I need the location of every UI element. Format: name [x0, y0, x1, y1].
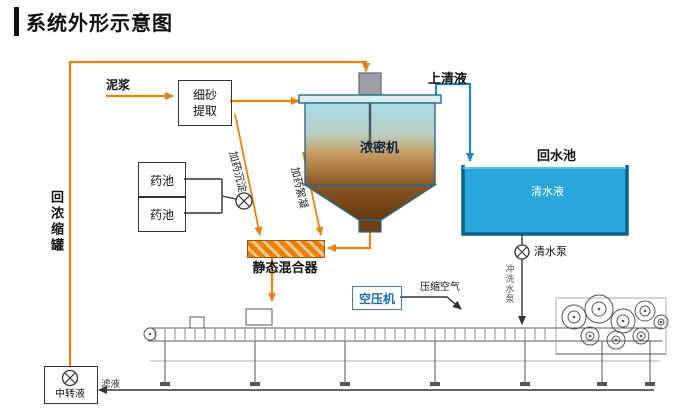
dosing-pump-icon [235, 192, 253, 210]
belt-filter-press [143, 294, 669, 386]
press-legs [160, 341, 655, 386]
dosing-sedimentation-pipe [234, 113, 263, 236]
air-compressor-box: 空压机 [352, 286, 402, 310]
press-small-box [189, 316, 205, 329]
compressed-air-line [400, 296, 462, 310]
label-compressed-air: 压缩空气 [420, 282, 460, 293]
label-static-mixer: 静态混合器 [252, 260, 318, 275]
label-flush-pump: 冲洗水泵 [504, 264, 515, 304]
air-compressor-label: 空压机 [358, 291, 395, 306]
pool-water [463, 167, 626, 233]
sand-extractor-label-line1: 细砂 [192, 87, 217, 102]
chem-bracket-line [184, 178, 237, 214]
thickener-cone [302, 184, 438, 221]
thickener-motor [358, 72, 382, 98]
thickener-rim [298, 94, 442, 104]
chemical-tank-2: 药池 [138, 196, 186, 232]
orange-piping [68, 60, 372, 366]
chemical-tank-2-label: 药池 [149, 207, 174, 222]
page-title: 系统外形示意图 [14, 7, 173, 36]
label-clear-water-pump: 清水泵 [534, 246, 567, 258]
label-return-pool: 回水池 [537, 148, 577, 163]
transfer-pump-icon [61, 369, 79, 387]
press-roller-ticks [152, 329, 548, 340]
static-mixer [247, 240, 325, 258]
press-rollers [143, 294, 669, 350]
chemical-tank-1-label: 药池 [149, 173, 174, 188]
clear-water-pump-icon [514, 244, 530, 260]
press-feed-box [245, 308, 273, 326]
thickener-spout [358, 219, 382, 233]
sand-extractor-label-line2: 提取 [192, 104, 217, 118]
sand-extractor-box: 细砂 提取 [178, 80, 232, 126]
supernatant-pipe [434, 82, 474, 162]
label-filtrate: 滤液 [101, 379, 121, 390]
thickener-tank [298, 72, 442, 233]
underflow-to-mixer-pipe [327, 232, 372, 252]
chemical-tank-1: 药池 [138, 162, 186, 198]
label-supernatant: 上清液 [428, 71, 468, 86]
dosing-lines [184, 178, 237, 214]
return-water-pool [461, 165, 629, 236]
transfer-tank-box [44, 366, 98, 404]
label-mud: 泥浆 [106, 78, 131, 92]
label-transfer-tank: 中转液 [55, 389, 85, 400]
label-return-thickener: 回浓缩罐 [48, 190, 64, 254]
pool-wall [461, 165, 629, 236]
return-loop-pipe [68, 60, 370, 366]
label-clear-water: 清水液 [531, 186, 564, 198]
label-thickener: 浓密机 [360, 140, 400, 155]
